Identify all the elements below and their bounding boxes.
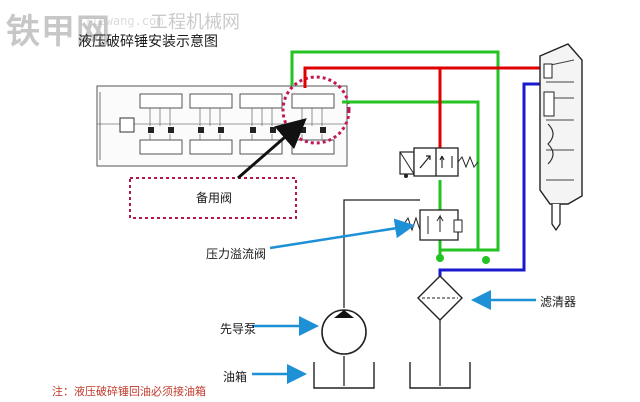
spare-valve-label-box xyxy=(129,177,297,219)
control-valve-block xyxy=(96,85,348,167)
pressure-relief-valve xyxy=(403,209,463,241)
pilot-junction-1 xyxy=(436,254,444,262)
watermark-site-text: 工程机械网 xyxy=(150,12,240,33)
relief-valve-label: 压力溢流阀 xyxy=(206,247,267,261)
spare-valve-highlight xyxy=(281,75,351,145)
filter-symbol xyxy=(417,275,463,386)
callout-arrows xyxy=(252,218,536,384)
return-line xyxy=(438,82,540,280)
tank-symbols xyxy=(313,362,471,389)
watermark-url: jiewang.com xyxy=(84,14,164,28)
tank-label: 油箱 xyxy=(223,370,248,384)
pilot-pump-symbol xyxy=(321,309,367,355)
spare-valve-pointer xyxy=(237,118,307,180)
spare-valve-label: 备用阀 xyxy=(196,191,233,205)
watermark-logo: 铁甲网 xyxy=(6,12,111,52)
solenoid-valve xyxy=(399,147,479,178)
footer-note: 注：液压破碎锤回油必须接油箱 xyxy=(52,385,206,398)
pilot-junction-2 xyxy=(482,256,490,264)
diagram-title: 液压破碎锤安装示意图 xyxy=(78,34,218,50)
pump-supply-line xyxy=(343,199,420,308)
pilot-pump-label: 先导泵 xyxy=(220,322,257,336)
hydraulic-breaker xyxy=(539,43,583,232)
filter-label: 滤清器 xyxy=(540,295,577,309)
